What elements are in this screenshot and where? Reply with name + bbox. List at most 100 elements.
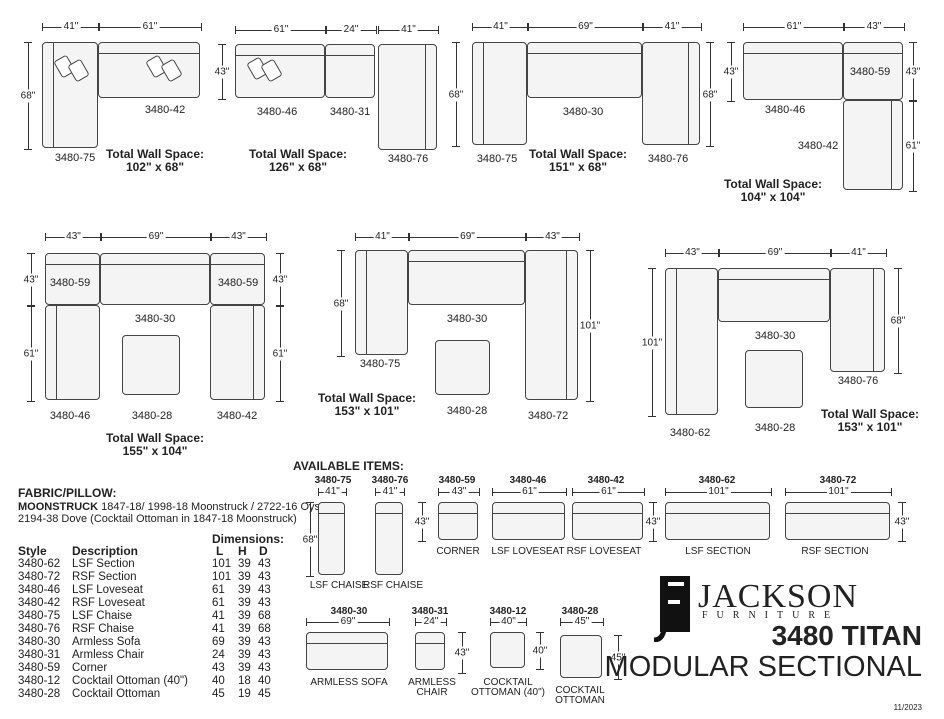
piece-label: 3480-42 — [144, 104, 186, 116]
ottoman-piece — [745, 350, 803, 408]
brand-sub: FURNITURE — [702, 610, 840, 621]
table-cell: 101 — [212, 558, 232, 570]
dimension: 43" — [214, 44, 230, 100]
item-caption: LSF CHAISE — [309, 580, 369, 591]
item-caption: RSF CHAISE — [362, 580, 424, 591]
table-cell: Cocktail Ottoman (40") — [72, 675, 188, 687]
dimension: 61" — [905, 100, 921, 192]
table-cell: 39 — [238, 584, 251, 596]
table-cell: 45 — [212, 688, 225, 700]
total-title: Total Wall Space: — [248, 147, 348, 161]
loveseat-piece — [98, 42, 200, 98]
table-cell: 39 — [238, 662, 251, 674]
ottoman-40-piece — [490, 632, 525, 668]
dimension: 61" — [572, 486, 645, 497]
dimension: 43" — [414, 502, 430, 542]
item-code: 3480-75 — [314, 475, 352, 486]
piece-label: 3480-46 — [49, 410, 91, 422]
ottoman-piece — [560, 635, 602, 678]
table-cell: 3480-62 — [18, 558, 61, 570]
table-cell: RSF Chaise — [72, 623, 134, 635]
dimension: 68" — [333, 250, 349, 357]
col-l: L — [216, 544, 224, 558]
total-value: 104" x 104" — [740, 190, 806, 204]
dimension: 43" — [210, 231, 267, 242]
piece-label: 3480-42 — [216, 410, 258, 422]
dimension: 41" — [830, 247, 887, 258]
col-description: Description — [72, 544, 139, 558]
table-cell: RSF Section — [72, 571, 137, 583]
total-value: 151" x 68" — [548, 160, 608, 174]
total-value: 155" x 104" — [122, 444, 188, 458]
item-code: 3480-31 — [411, 606, 449, 617]
fabric-line: MOONSTRUCK 1847-18/ 1998-18 Moonstruck /… — [18, 501, 339, 513]
table-cell: 45 — [258, 688, 271, 700]
total-title: Total Wall Space: — [723, 177, 823, 191]
table-cell: Armless Chair — [72, 649, 145, 661]
dimension: 43" — [723, 42, 739, 102]
piece-label: 3480-28 — [754, 422, 796, 434]
table-cell: 3480-76 — [18, 623, 61, 635]
dimension: 41" — [375, 486, 405, 497]
table-cell: 43 — [258, 636, 271, 648]
dimension: 68" — [302, 502, 318, 577]
dimension: 43" — [843, 21, 905, 32]
table-cell: LSF Loveseat — [72, 584, 143, 596]
dimension: 24" — [325, 24, 377, 35]
table-cell: 39 — [238, 571, 251, 583]
dimension: 41" — [318, 486, 347, 497]
section-piece — [525, 250, 578, 400]
table-cell: 43 — [258, 662, 271, 674]
table-cell: 3480-46 — [18, 584, 61, 596]
item-caption: COCKTAIL — [555, 685, 605, 696]
piece-label: 3480-62 — [669, 427, 711, 439]
table-cell: 3480-30 — [18, 636, 61, 648]
piece-label: 3480-59 — [849, 66, 891, 78]
rsf-section-piece — [785, 502, 890, 540]
available-heading: AVAILABLE ITEMS: — [293, 459, 404, 473]
table-cell: 3480-28 — [18, 688, 61, 700]
dimension: 61" — [492, 486, 567, 497]
total-title: Total Wall Space: — [820, 407, 920, 421]
dimension: 61" — [23, 305, 39, 402]
corner-piece — [843, 42, 903, 100]
item-caption: LSF LOVESEAT — [491, 546, 565, 557]
dimension: 61" — [743, 21, 845, 32]
dimension: 45" — [560, 616, 604, 627]
piece-label: 3480-30 — [562, 106, 604, 118]
dimension: 43" — [645, 502, 661, 542]
table-cell: 43 — [258, 584, 271, 596]
product-title: 3480 TITAN — [771, 620, 922, 651]
item-code: 3480-12 — [489, 606, 527, 617]
total-value: 153" x 101" — [334, 404, 400, 418]
dimension: 68" — [448, 42, 464, 147]
total-value: 126" x 68" — [268, 160, 328, 174]
lsf-section-piece — [665, 502, 770, 540]
dimension: 43" — [45, 231, 102, 242]
sofa-piece — [408, 250, 525, 305]
loveseat-piece — [235, 44, 325, 98]
piece-label: 3480-75 — [359, 358, 401, 370]
chair-piece — [325, 44, 375, 98]
total-title: Total Wall Space: — [105, 147, 205, 161]
fabric-heading: FABRIC/PILLOW: — [18, 486, 117, 500]
table-cell: RSF Loveseat — [72, 597, 145, 609]
total-title: Total Wall Space: — [528, 147, 628, 161]
dimension: 101" — [665, 486, 772, 497]
armless-chair-piece — [415, 632, 445, 670]
piece-label: 3480-30 — [446, 313, 488, 325]
sofa-piece — [718, 268, 830, 322]
table-cell: Armless Sofa — [72, 636, 141, 648]
dimension: 41" — [642, 21, 702, 32]
dimension: 61" — [235, 24, 327, 35]
lsf-loveseat-piece — [492, 502, 565, 540]
table-cell: 101 — [212, 571, 232, 583]
dimension: 68" — [890, 268, 906, 374]
item-code: 3480-62 — [698, 475, 736, 486]
col-style: Style — [18, 544, 47, 558]
piece-label: 3480-59 — [49, 277, 91, 289]
chaise-piece — [642, 42, 700, 145]
sofa-piece — [527, 42, 642, 98]
item-caption: CORNER — [436, 546, 480, 557]
